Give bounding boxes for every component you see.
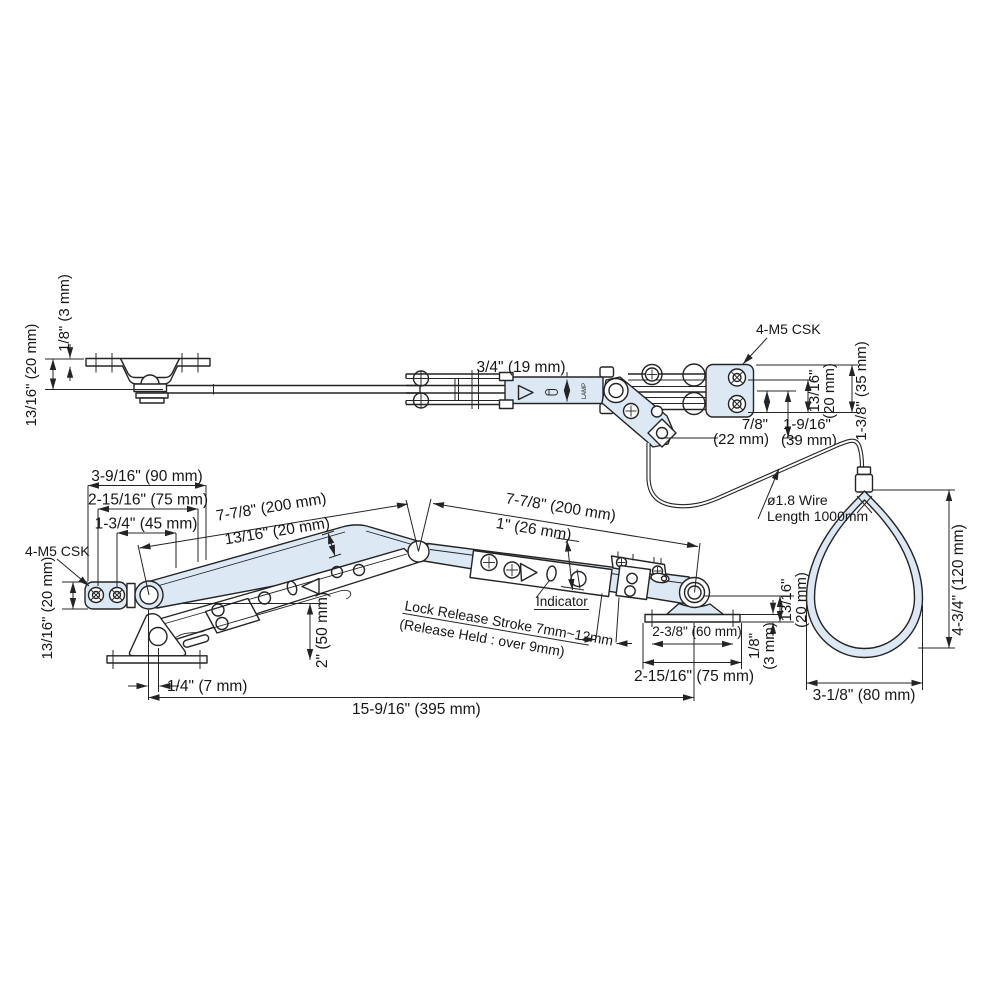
dim-wire-reach-2: (39 mm) [781, 432, 837, 449]
dim-pivot-height-2: (20 mm) [793, 572, 810, 628]
dim-bracket-height: 13/16" (20 mm) [23, 324, 40, 427]
left-mounting-plate [84, 581, 136, 610]
top-csk-callout: 4-M5 CSK [742, 321, 821, 365]
height-dim: 2" (50 mm) [183, 592, 331, 668]
dim-total: 15-9/16" (395 mm) [352, 701, 481, 718]
latch-body: LAMP [498, 366, 615, 415]
dim-plate-height: 1-3/8" (35 mm) [853, 341, 870, 441]
total-dim: 15-9/16" (395 mm) [148, 623, 695, 718]
brand-text: LAMP [582, 383, 588, 399]
wire-label-1: ø1.8 Wire [767, 492, 828, 508]
stroke-dim [579, 593, 632, 647]
indicator-label: Indicator [536, 594, 588, 609]
main-left-dims: 3-9/16" (90 mm) 2-15/16" (75 mm) 1-3/4" … [25, 468, 208, 659]
dim-base-thickness-2: (3 mm) [761, 622, 778, 670]
dim-pivot-height-1: 13/16" [778, 579, 795, 622]
dim-ring-height: 4-3/4" (120 mm) [950, 524, 967, 635]
wall-bracket [85, 353, 211, 404]
main-view: 3-9/16" (90 mm) 2-15/16" (75 mm) 1-3/4" … [25, 468, 810, 718]
dim-pivot-offset: 1/4" (7 mm) [167, 678, 247, 695]
link-stack [405, 370, 505, 409]
wire-label-callout: ø1.8 Wire Length 1000mm [757, 468, 868, 524]
dim-ring-width: 3-1/8" (80 mm) [813, 687, 916, 704]
dim-hole-offset-1: 13/16" [806, 370, 823, 413]
dim-hole-span: 2-15/16" (75 mm) [88, 492, 208, 509]
dim-hole-pitch: 1-3/4" (45 mm) [95, 516, 198, 533]
pull-ring: ø1.8 Wire Length 1000mm 4-3/4" (120 mm) … [757, 468, 967, 704]
dim-wire-drop-2: (22 mm) [713, 431, 769, 448]
left-bracket [106, 613, 208, 669]
dim-base-span: 2-3/8" (60 mm) [652, 624, 742, 639]
indicator-callout: Indicator [534, 580, 589, 610]
ring-dims: 4-3/4" (120 mm) 3-1/8" (80 mm) [806, 489, 967, 704]
top-mounting-plate [705, 363, 755, 418]
release-wire [646, 438, 874, 509]
csk-label: 4-M5 CSK [756, 321, 821, 337]
dim-body-width: 3/4" (19 mm) [476, 359, 565, 376]
dim-wire-drop-1: 7/8" [742, 416, 768, 433]
dim-plate-span: 3-9/16" (90 mm) [91, 468, 202, 485]
dim-plate-height-left: 13/16" (20 mm) [39, 557, 56, 660]
right-bracket [644, 576, 741, 627]
lower-arm-details [171, 563, 366, 648]
wire-label-2: Length 1000mm [767, 508, 868, 524]
dim-base-total: 2-15/16" (75 mm) [634, 668, 754, 685]
offset-dim: 1/4" (7 mm) [128, 610, 247, 700]
dim-height: 2" (50 mm) [314, 592, 331, 668]
top-right-dims: 7/8" (22 mm) 1-9/16" (39 mm) 13/16" (20 … [658, 341, 870, 449]
dim-base-thickness-1: 1/8" [746, 633, 763, 659]
base-dims: 2-3/8" (60 mm) 2-15/16" (75 mm) 1/8" (3 … [634, 572, 810, 685]
dim-hole-offset-2: (20 mm) [821, 363, 838, 419]
main-csk-label: 4-M5 CSK [25, 543, 90, 559]
top-view: LAMP [23, 274, 870, 449]
top-left-dims: 13/16" (20 mm) 1/8" (3 mm) [23, 274, 163, 426]
latch-assembly [610, 551, 670, 601]
rod [162, 384, 421, 395]
dim-flange-thickness: 1/8" (3 mm) [56, 274, 73, 352]
dim-wire-reach-1: 1-9/16" [783, 416, 831, 433]
body-width-dim: 3/4" (19 mm) [476, 359, 571, 402]
